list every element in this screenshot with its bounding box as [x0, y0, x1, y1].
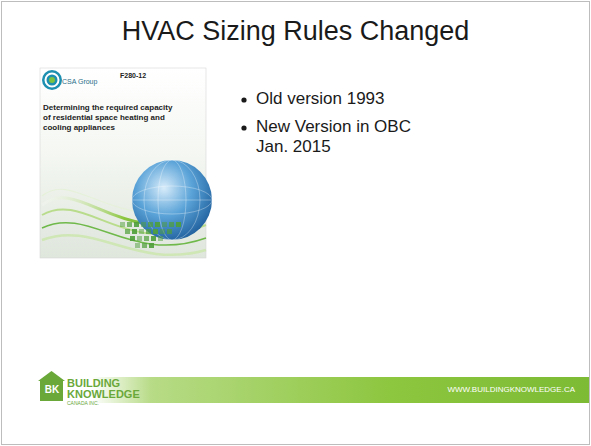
publisher-name: CSA Group [62, 78, 102, 87]
logo-letters: BK [42, 384, 62, 396]
footer-bar: WWW.BUILDINGKNOWLEDGE.CA [92, 377, 589, 403]
pixel-square [158, 236, 163, 241]
pixel-square [142, 243, 147, 248]
globe-grid [132, 160, 212, 240]
pixel-square [135, 243, 140, 248]
pixel-square [139, 229, 144, 234]
bullet-dot [241, 125, 246, 130]
standard-title: Determining the required capacity of res… [43, 103, 179, 133]
pixel-square [160, 229, 165, 234]
pixel-square [169, 222, 174, 227]
pixel-square [153, 229, 158, 234]
pixel-square [155, 222, 160, 227]
pixel-square [162, 222, 167, 227]
pixel-square [130, 236, 135, 241]
pixel-square [144, 236, 149, 241]
pixel-square [127, 222, 132, 227]
logo-word: KNOWLEDGE [67, 388, 140, 401]
pixel-square [141, 222, 146, 227]
pixel-square [134, 222, 139, 227]
pixel-square [167, 229, 172, 234]
website-url: WWW.BUILDINGKNOWLEDGE.CA [447, 385, 575, 395]
globe-illustration [132, 160, 212, 240]
pixel-square [146, 229, 151, 234]
report-cover: CSA Group F280-12Determining the required… [40, 68, 206, 258]
pixel-square [137, 236, 142, 241]
pixel-square [125, 229, 130, 234]
pixel-square [176, 222, 181, 227]
standard-number: F280-12 [120, 72, 180, 81]
logo-subtitle: CANADA INC. [67, 400, 99, 406]
bullet-dot [241, 97, 246, 102]
pixel-square [151, 236, 156, 241]
slide-title: HVAC Sizing Rules Changed [0, 16, 591, 47]
pixel-square [120, 222, 125, 227]
footer-logo-icon [38, 371, 65, 401]
green-pixel-band [120, 222, 181, 248]
csa-emblem [42, 70, 62, 90]
pixel-square [149, 243, 154, 248]
pixel-square [148, 222, 153, 227]
bullet-text: Old version 1993 [256, 89, 456, 109]
pixel-square [132, 229, 137, 234]
bullet-text: New Version in OBC Jan. 2015 [256, 117, 424, 158]
